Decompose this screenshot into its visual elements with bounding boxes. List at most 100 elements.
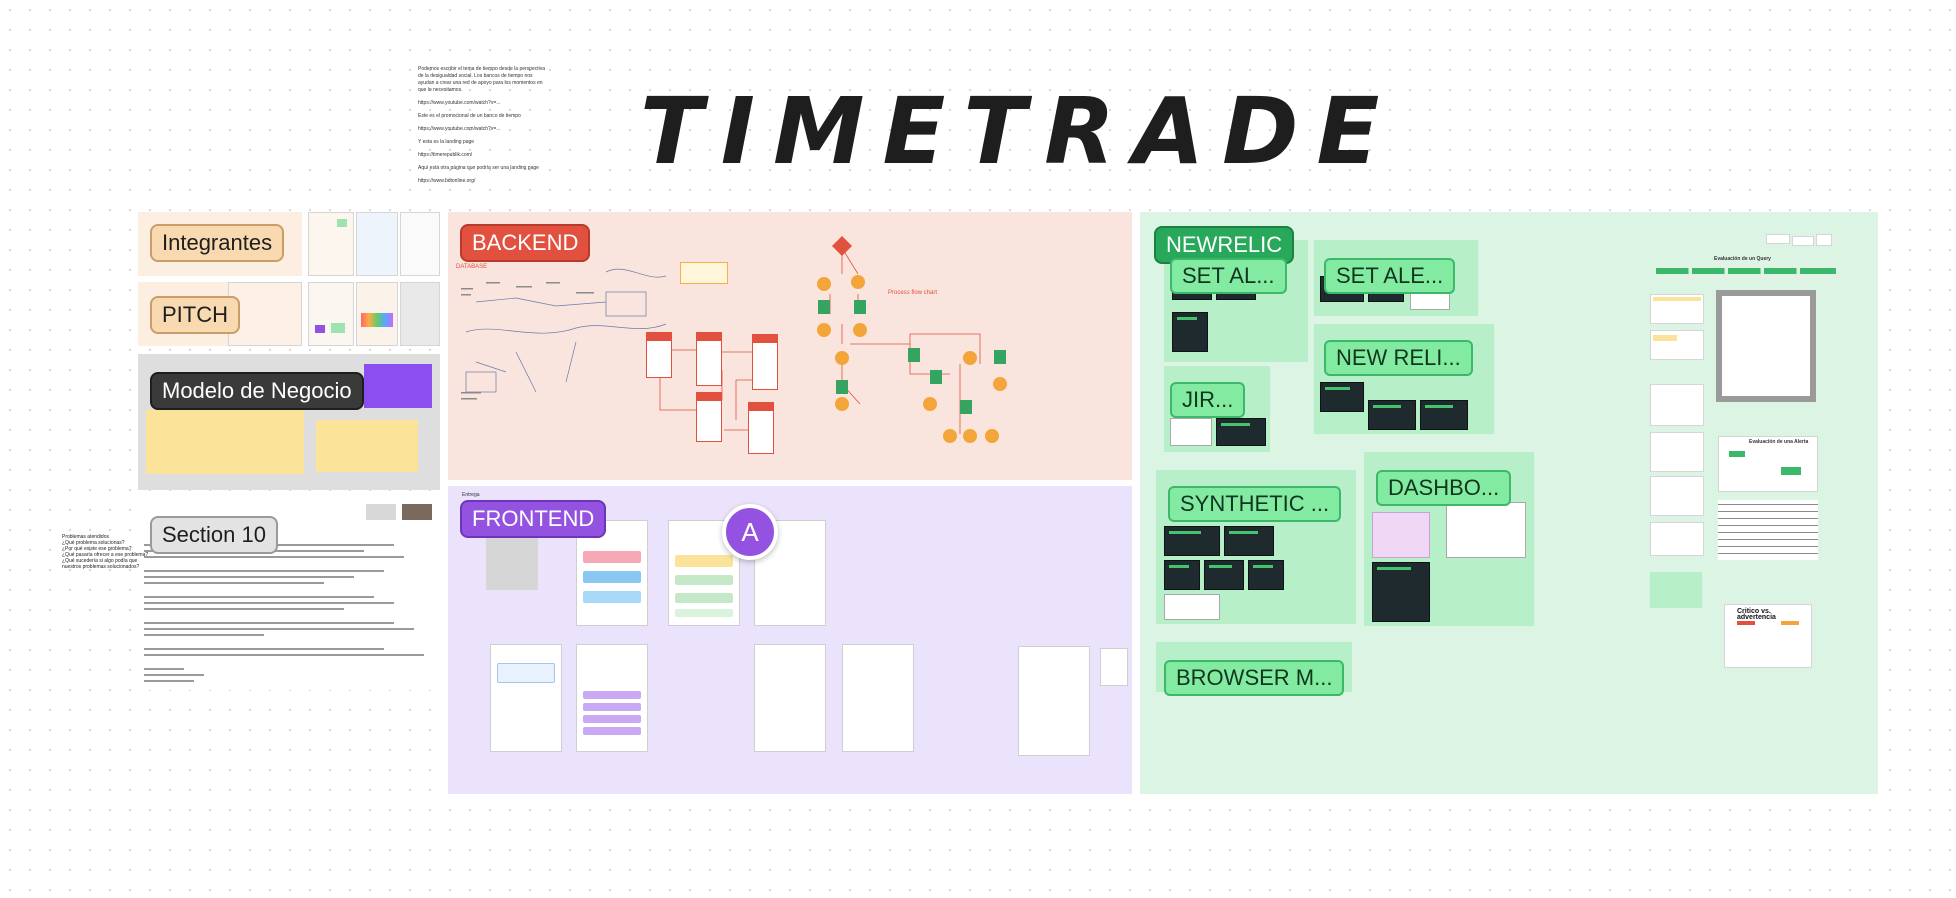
tag bbox=[1729, 451, 1745, 457]
text-lines bbox=[144, 544, 424, 682]
heading: Evaluación de un Query bbox=[1714, 256, 1771, 262]
card-label-new-relic[interactable]: NEW RELI... bbox=[1324, 340, 1473, 376]
screenshot bbox=[1216, 418, 1266, 446]
wireframe-block bbox=[583, 691, 641, 699]
note-line: Podemos escribir el tema de tiempo desde… bbox=[418, 66, 546, 93]
user-avatar[interactable]: A bbox=[722, 504, 778, 560]
wireframe-block bbox=[497, 663, 555, 683]
card-label-jira[interactable]: JIR... bbox=[1170, 382, 1246, 418]
wireframe-screen[interactable] bbox=[576, 644, 648, 752]
annotation-note[interactable] bbox=[680, 262, 728, 284]
wireframe-block bbox=[675, 575, 733, 585]
wireframe-block bbox=[583, 703, 641, 711]
screenshot bbox=[1170, 418, 1212, 446]
info-card[interactable] bbox=[1650, 432, 1704, 472]
wireframe-screen[interactable] bbox=[490, 644, 562, 752]
wireframe-block bbox=[583, 727, 641, 735]
section10-text[interactable] bbox=[144, 540, 434, 690]
alert-notes[interactable] bbox=[1718, 500, 1818, 560]
screenshot bbox=[1224, 526, 1274, 556]
note-link[interactable]: https://www.youtube.com/watch?v=... bbox=[418, 126, 501, 132]
hand-drawn-sketch[interactable] bbox=[456, 262, 686, 412]
wireframe-block bbox=[583, 571, 641, 583]
heading: Critico vs. advertencia bbox=[1737, 608, 1776, 621]
screenshot bbox=[1372, 512, 1430, 558]
wireframe-screen[interactable] bbox=[1018, 646, 1090, 756]
info-card[interactable] bbox=[1650, 522, 1704, 556]
list-item: ¿Qué problema solucionas? bbox=[62, 540, 125, 546]
alert-eval-card[interactable]: Evaluación de una Alerta bbox=[1718, 436, 1818, 492]
db-table[interactable] bbox=[696, 332, 722, 386]
image-thumbnail[interactable] bbox=[402, 504, 432, 520]
card-label-set-alert-2[interactable]: SET ALE... bbox=[1324, 258, 1456, 294]
info-card[interactable] bbox=[1650, 476, 1704, 516]
list-item: ¿Por qué existe ese problema? bbox=[62, 546, 132, 552]
tag bbox=[1781, 467, 1801, 475]
newrelic-panel[interactable] bbox=[1364, 452, 1534, 626]
wireframe-block bbox=[583, 551, 641, 563]
card-label-browser-monitoring[interactable]: BROWSER M... bbox=[1164, 660, 1345, 696]
info-card[interactable] bbox=[1650, 294, 1704, 324]
frame-thumbnail[interactable] bbox=[308, 282, 354, 346]
section-label-frontend[interactable]: FRONTEND bbox=[460, 500, 607, 538]
mini-card[interactable] bbox=[1766, 234, 1790, 244]
card-label-set-alert-1[interactable]: SET AL... bbox=[1170, 258, 1287, 294]
card-label-synthetic[interactable]: SYNTHETIC ... bbox=[1168, 486, 1342, 522]
info-card[interactable] bbox=[1650, 384, 1704, 426]
section-label-modelo[interactable]: Modelo de Negocio bbox=[150, 372, 364, 410]
top-notes[interactable]: Podemos escribir el tema de tiempo desde… bbox=[418, 66, 548, 191]
screenshot bbox=[1164, 560, 1200, 590]
list-item: ¿Qué pasaría ofrecer a ese problema? bbox=[62, 552, 149, 558]
section-label-section10[interactable]: Section 10 bbox=[150, 516, 278, 554]
screenshot bbox=[1446, 502, 1526, 558]
query-eval-header[interactable]: Evaluación de un Query bbox=[1654, 256, 1838, 282]
wireframe-block bbox=[675, 609, 733, 617]
heading: Evaluación de una Alerta bbox=[1749, 439, 1809, 445]
note-link[interactable]: https://www.youtube.com/watch?v=... bbox=[418, 100, 501, 106]
critical-vs-warning-card[interactable]: Critico vs. advertencia bbox=[1724, 604, 1812, 668]
screenshot bbox=[1164, 594, 1220, 620]
screenshot bbox=[1204, 560, 1244, 590]
note-link[interactable]: https://timerepublik.com/ bbox=[418, 152, 473, 158]
wireframe-screen[interactable] bbox=[754, 644, 826, 752]
db-table[interactable] bbox=[748, 402, 774, 454]
wireframe-block bbox=[675, 555, 733, 567]
note-link[interactable]: https://www.bdtonline.org/ bbox=[418, 178, 476, 184]
tag bbox=[1781, 621, 1799, 625]
wireframe-screen[interactable] bbox=[1100, 648, 1128, 686]
image-placeholder[interactable] bbox=[486, 538, 538, 590]
screenshot bbox=[1320, 382, 1364, 412]
frame-thumbnail[interactable] bbox=[400, 212, 440, 276]
sticky-note[interactable] bbox=[1650, 572, 1702, 608]
sticky-note[interactable] bbox=[146, 410, 304, 474]
query-eval-card[interactable] bbox=[1716, 290, 1816, 402]
card-label-dashboard[interactable]: DASHBO... bbox=[1376, 470, 1512, 506]
color-swatches bbox=[361, 313, 393, 327]
db-table[interactable] bbox=[646, 332, 672, 378]
note-line: Este es el promocional de un banco de ti… bbox=[418, 113, 521, 119]
section-label-pitch[interactable]: PITCH bbox=[150, 296, 240, 334]
screenshot bbox=[1420, 400, 1468, 430]
sticky-note[interactable] bbox=[316, 420, 418, 472]
sticky-note[interactable] bbox=[364, 364, 432, 408]
frame-thumbnail[interactable] bbox=[308, 212, 354, 276]
mini-card[interactable] bbox=[1816, 234, 1832, 246]
text-lines bbox=[1718, 500, 1818, 560]
db-table[interactable] bbox=[752, 334, 778, 390]
image-thumbnail[interactable] bbox=[366, 504, 396, 520]
mini-card[interactable] bbox=[1792, 236, 1814, 246]
frame-thumbnail[interactable] bbox=[356, 212, 398, 276]
frame-thumbnail[interactable] bbox=[356, 282, 398, 346]
sticky-note bbox=[315, 325, 325, 333]
frame-thumbnail[interactable] bbox=[400, 282, 440, 346]
info-card[interactable] bbox=[1650, 330, 1704, 360]
section-label-backend[interactable]: BACKEND bbox=[460, 224, 591, 262]
section10-list[interactable]: Problemas atendidos ¿Qué problema soluci… bbox=[62, 534, 154, 570]
frame-thumbnail[interactable] bbox=[228, 282, 302, 346]
wireframe-block bbox=[583, 715, 641, 723]
board-title[interactable]: TIMETRADE bbox=[640, 78, 1398, 185]
process-flow-chart[interactable] bbox=[810, 234, 1020, 454]
screenshot bbox=[1172, 312, 1208, 352]
wireframe-screen[interactable] bbox=[842, 644, 914, 752]
section-label-integrantes[interactable]: Integrantes bbox=[150, 224, 285, 262]
